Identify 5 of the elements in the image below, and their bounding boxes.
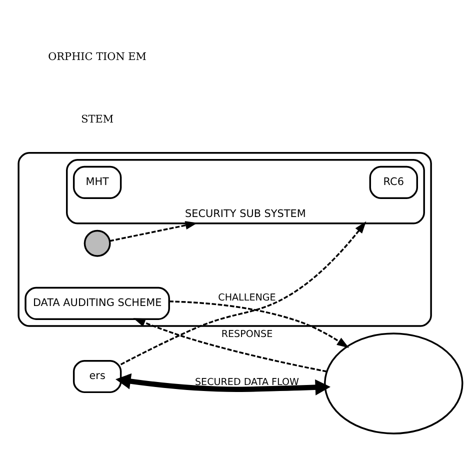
edge-label: RESPONSE bbox=[221, 328, 273, 340]
edge-label: CHALLENGE bbox=[218, 292, 276, 304]
label: ORPHIC TION EM bbox=[48, 50, 147, 62]
label: STEM bbox=[81, 113, 114, 125]
edge-label: SECURED DATA FLOW bbox=[194, 376, 300, 388]
